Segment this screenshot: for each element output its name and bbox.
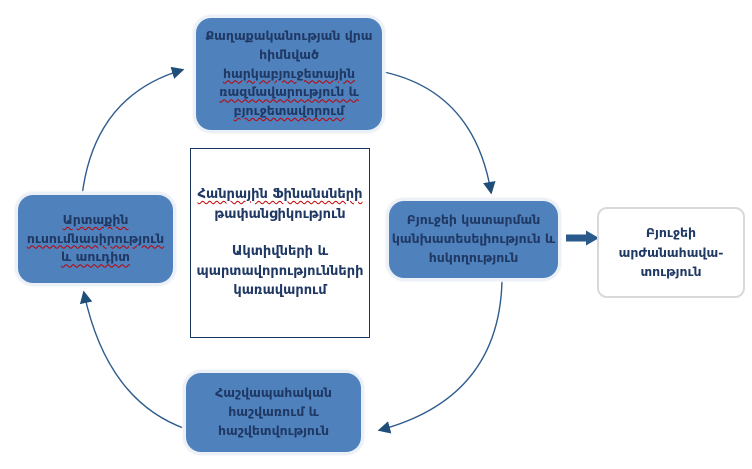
node-line: հաշվետվություն — [218, 422, 329, 438]
node-budget-credibility: Բյուջեի արժանահավա- տություն — [597, 207, 745, 298]
node-line: Բյուջեի — [645, 225, 697, 241]
arrow-bottom-to-left — [79, 290, 187, 430]
node-line: հիմնված — [259, 46, 319, 62]
node-accounting-reporting: Հաշվապահական հաշվառում և հաշվետվություն — [186, 373, 361, 452]
node-line: հսկողություն — [428, 249, 519, 265]
node-line: թափանցիկություն — [214, 206, 346, 222]
node-line: Ակտիվների և — [231, 244, 329, 260]
node-line: Արտաքին — [62, 211, 129, 227]
node-line: և աուդիտ — [61, 249, 130, 265]
node-line: Քաղաքականության վրա — [205, 28, 373, 44]
node-line: բյուջետավորում — [233, 103, 345, 119]
arrow-left-to-top — [81, 66, 185, 197]
node-external-scrutiny-audit: Արտաքին ուսումնասիրություն և աուդիտ — [18, 195, 173, 283]
node-line: արժանահավա- — [618, 244, 724, 260]
arrow-right-to-bottom — [377, 280, 503, 434]
arrow-top-to-right — [383, 71, 496, 195]
node-line: տություն — [640, 264, 702, 280]
node-line: ուսումնասիրություն — [26, 230, 165, 246]
node-line: հաշվառում և — [228, 404, 319, 420]
node-line: կառավարում — [233, 283, 327, 299]
node-line: կանխատեսելիություն և — [391, 231, 556, 247]
thick-arrow-to-outcome — [566, 230, 599, 246]
node-center-transparency-assets: Հանրային Ֆինանսների թափանցիկություն Ակտի… — [190, 148, 370, 338]
node-line: Հաշվապահական — [215, 385, 332, 401]
node-policy-based-budgeting: Քաղաքականության վրա հիմնված հարկաբյուջետ… — [196, 18, 382, 130]
node-line: պարտավորությունների — [196, 263, 364, 279]
node-line: ռազմավարություն և — [219, 84, 359, 100]
node-line: հարկաբյուջետային — [223, 65, 355, 81]
node-budget-execution-control: Բյուջեի կատարման կանխատեսելիություն և հս… — [389, 201, 558, 278]
node-line: Բյուջեի կատարման — [406, 212, 541, 228]
node-line: Հանրային Ֆինանսների — [197, 187, 363, 203]
